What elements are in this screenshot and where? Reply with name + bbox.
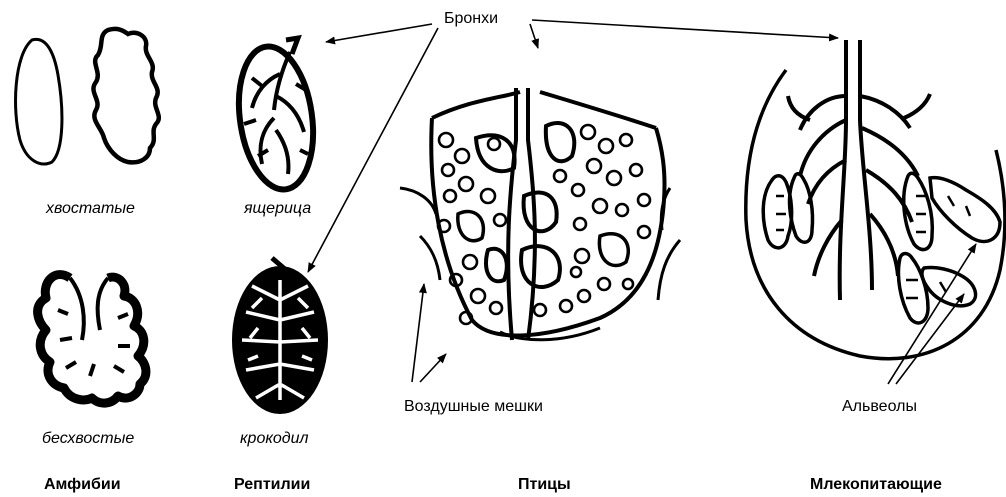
mammal-lung (746, 40, 1005, 359)
label-group-reptiles: Рептилии (234, 476, 310, 494)
label-alveoli: Альвеолы (842, 398, 917, 416)
tailed-lung-simple-sac (16, 39, 62, 164)
tailed-lung-lobed-sac (93, 29, 158, 163)
label-lizard: ящерица (244, 200, 311, 218)
label-crocodile: крокодил (240, 430, 309, 448)
crocodile-lung (232, 258, 328, 414)
label-air-sacs: Воздушные мешки (404, 398, 543, 416)
label-tailless: бесхвостые (42, 430, 134, 448)
lizard-lung (230, 38, 321, 194)
label-tailed: хвостатые (46, 200, 135, 218)
label-group-mammals: Млекопитающие (810, 476, 942, 494)
annotation-arrows (308, 20, 976, 384)
bird-lung (400, 88, 680, 340)
tailless-lung (38, 275, 146, 403)
label-group-birds: Птицы (518, 476, 571, 494)
label-group-amphibians: Амфибии (44, 476, 121, 494)
label-bronchi: Бронхи (444, 10, 498, 28)
